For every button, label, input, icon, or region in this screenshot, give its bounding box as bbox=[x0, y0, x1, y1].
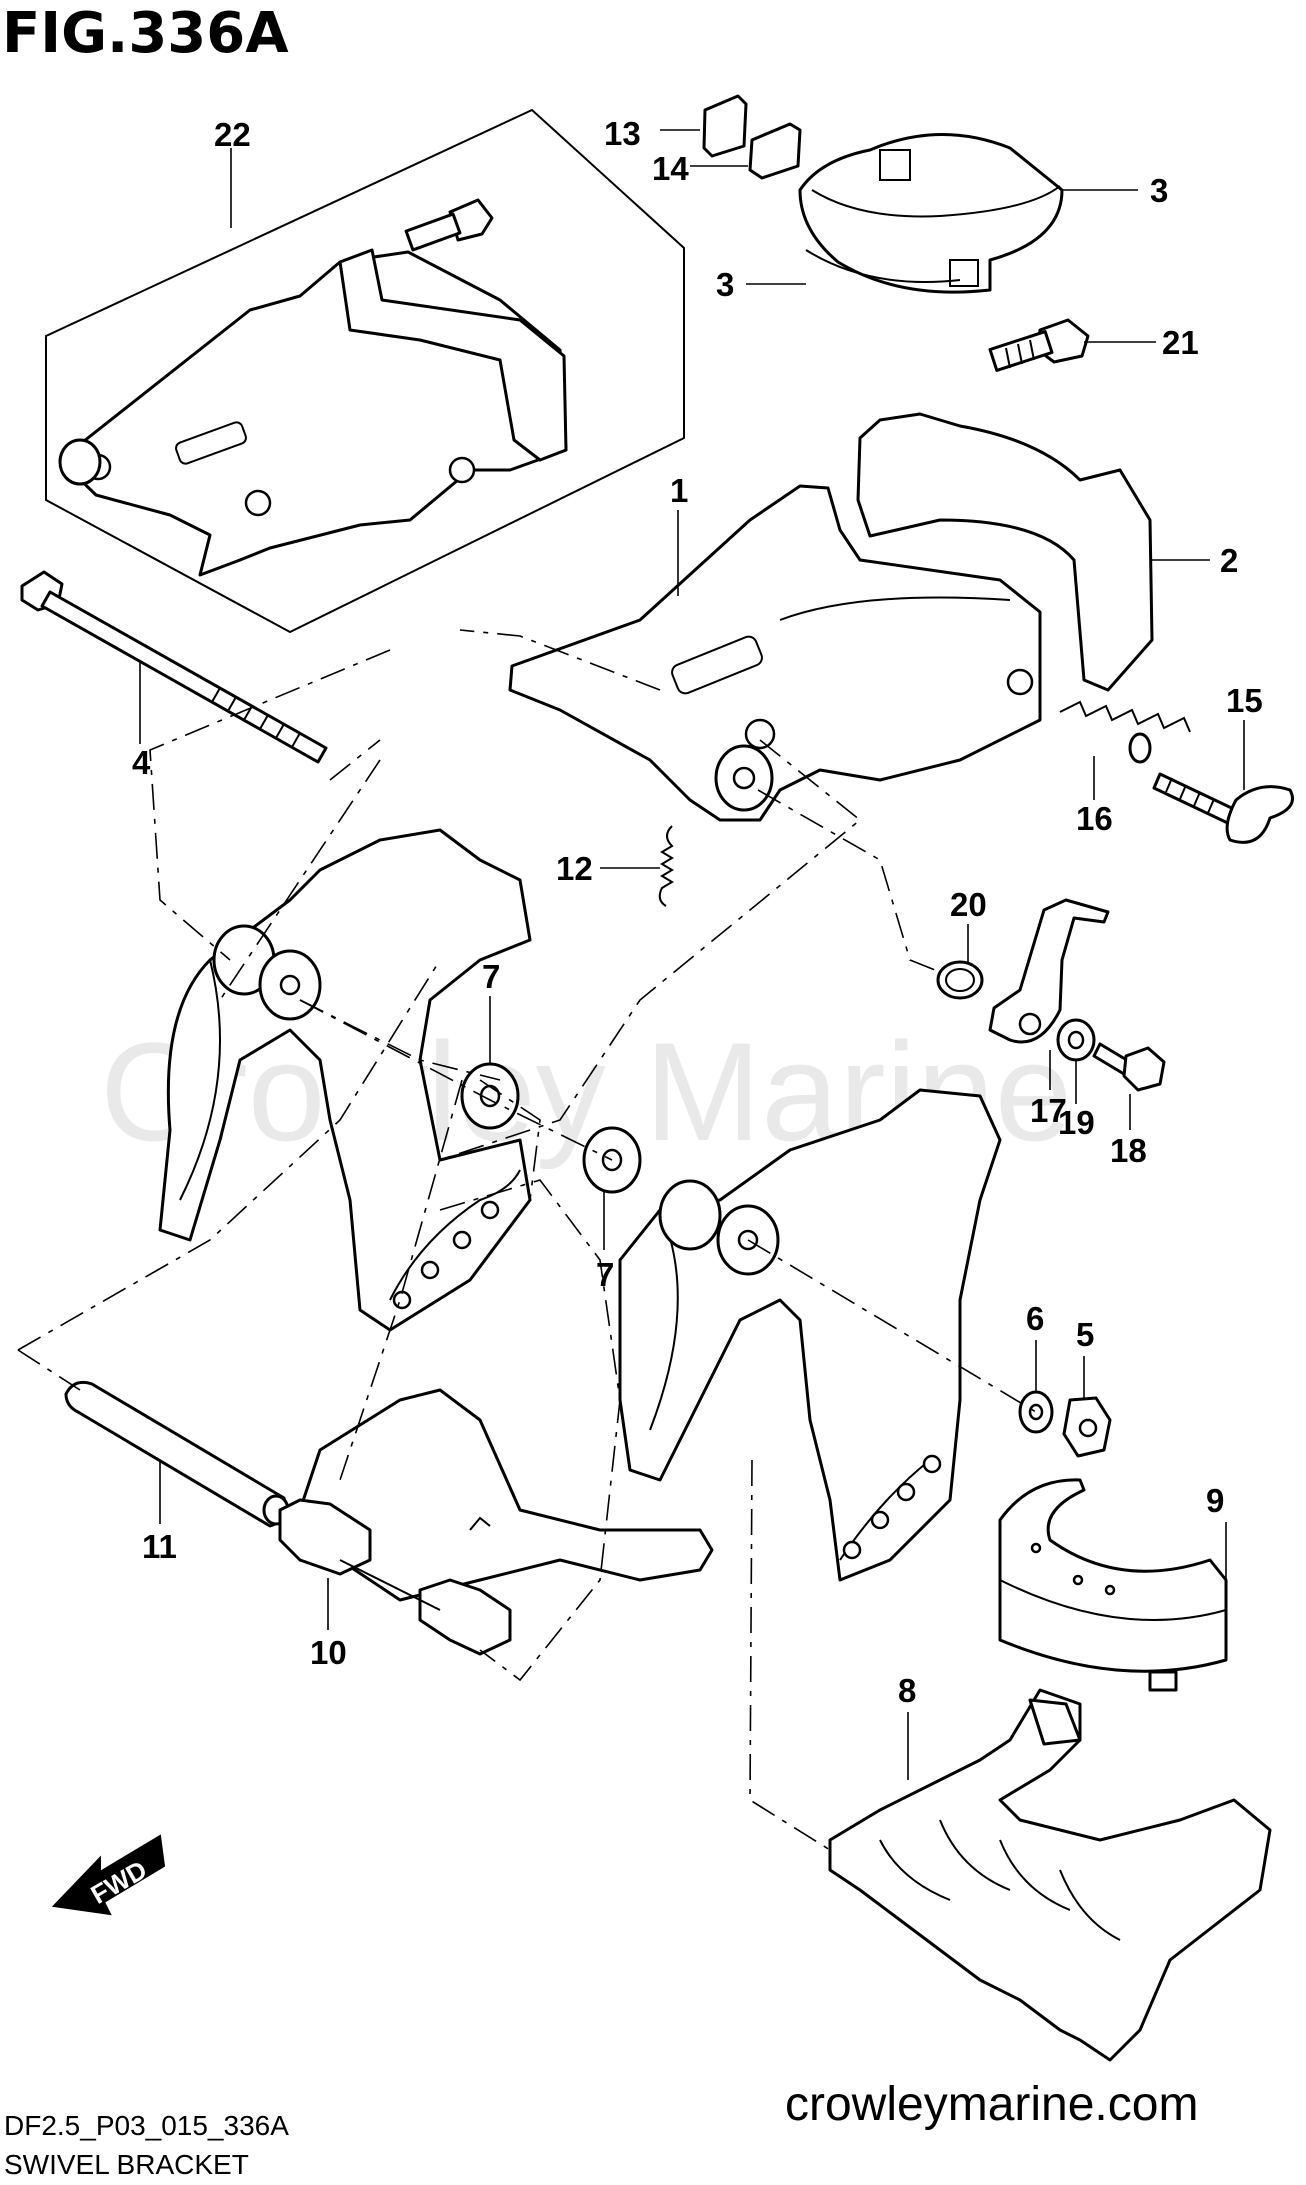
website-label: crowleymarine.com bbox=[785, 2078, 1198, 2131]
callout-15: 15 bbox=[1226, 682, 1263, 719]
callout-14: 14 bbox=[652, 150, 689, 187]
callout-12: 12 bbox=[556, 850, 593, 887]
part-22-assembly-box bbox=[45, 108, 685, 634]
callout-4: 4 bbox=[132, 744, 151, 781]
stern-bracket-right bbox=[618, 1088, 1002, 1582]
part-17-lever bbox=[988, 898, 1110, 1044]
callout-7a: 7 bbox=[482, 958, 500, 995]
part-22-bolt bbox=[404, 198, 494, 252]
callout-19: 19 bbox=[1058, 1104, 1095, 1141]
callout-22: 22 bbox=[214, 116, 251, 153]
fwd-arrow-icon: FWD bbox=[51, 1834, 166, 1916]
callout-7b: 7 bbox=[596, 1256, 614, 1293]
callout-5: 5 bbox=[1076, 1316, 1094, 1353]
part-9-cover bbox=[998, 1478, 1228, 1692]
callout-20: 20 bbox=[950, 886, 987, 923]
callout-8: 8 bbox=[898, 1672, 916, 1709]
callout-18: 18 bbox=[1110, 1132, 1147, 1169]
part-14-pad bbox=[748, 122, 802, 180]
part-16-spring bbox=[1059, 700, 1191, 764]
part-2-clamp-cap bbox=[856, 412, 1154, 692]
part-20-ring bbox=[936, 960, 984, 1000]
stern-bracket-left bbox=[158, 828, 532, 1332]
part-10-tilt-bracket bbox=[278, 1388, 714, 1656]
part-3-liners bbox=[798, 133, 1064, 294]
callout-3a: 3 bbox=[1150, 172, 1168, 209]
callout-17: 17 bbox=[1030, 1092, 1067, 1129]
construction-lines bbox=[17, 629, 1037, 1851]
leader-lines bbox=[139, 129, 1245, 1780]
callout-1: 1 bbox=[670, 472, 688, 509]
part-1-swivel-bracket bbox=[508, 484, 1042, 822]
part-21-bolt bbox=[988, 318, 1090, 372]
part-11-pin bbox=[64, 1380, 287, 1528]
callout-16: 16 bbox=[1076, 800, 1113, 837]
part-18-bolt bbox=[1092, 1042, 1166, 1092]
figure-title: FIG.336A bbox=[2, 1, 289, 66]
callout-labels: 22 13 14 3 3 21 1 2 4 15 16 12 20 7 17 1… bbox=[132, 115, 1263, 1709]
callout-9: 9 bbox=[1206, 1482, 1224, 1519]
part-4-long-bolt bbox=[20, 570, 328, 764]
part-15-thumb-screw bbox=[1152, 772, 1294, 844]
part-22-bracket bbox=[58, 250, 568, 577]
callout-3b: 3 bbox=[716, 266, 734, 303]
part-8-holder bbox=[828, 1688, 1272, 2062]
part-13-pad bbox=[702, 94, 748, 158]
callout-21: 21 bbox=[1162, 324, 1199, 361]
callout-6: 6 bbox=[1026, 1300, 1044, 1337]
figure-code: DF2.5_P03_015_336A bbox=[4, 2110, 289, 2141]
callout-13: 13 bbox=[604, 115, 641, 152]
callout-11: 11 bbox=[142, 1528, 177, 1565]
figure-caption: SWIVEL BRACKET bbox=[4, 2149, 249, 2180]
part-12-spring bbox=[658, 825, 674, 907]
callout-10: 10 bbox=[310, 1634, 347, 1671]
callout-2: 2 bbox=[1220, 542, 1238, 579]
